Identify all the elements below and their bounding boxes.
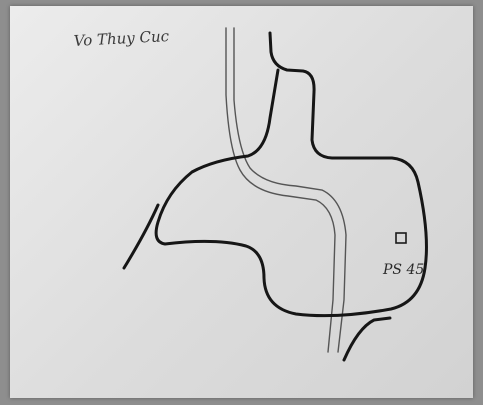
marker-square <box>396 233 406 243</box>
marker-label: PS 45 <box>382 262 424 278</box>
organ-inlet-stroke <box>124 205 158 268</box>
organ-outlet-stroke <box>344 318 390 360</box>
organ-outline <box>124 33 426 360</box>
tube-line-right <box>234 28 346 352</box>
handwritten-signature: Vo Thuy Cuc <box>73 27 170 50</box>
tube-outline <box>226 28 346 352</box>
